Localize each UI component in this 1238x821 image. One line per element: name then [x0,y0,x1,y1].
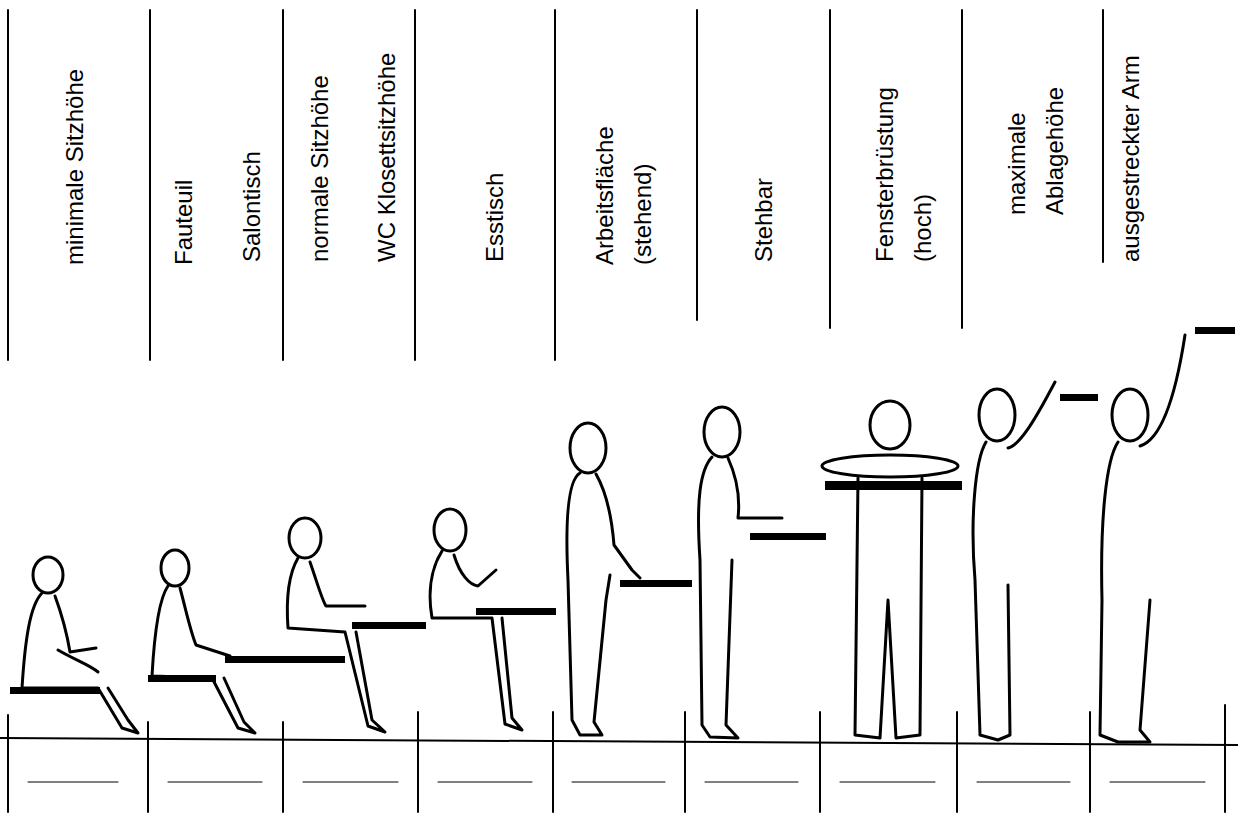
column-separators [8,10,1103,360]
human-figures [22,335,1185,742]
height-label: minimale Sitzhöhe [56,20,94,265]
height-label: Esstisch [476,17,514,262]
height-label: Stehbar [745,17,783,262]
height-label: WC Klosettsitzhöhe [368,17,406,262]
ground-scale [0,705,1238,812]
height-label: normale Sitzhöhe [301,17,339,262]
height-label: Arbeitsfläche (stehend) [586,75,662,265]
height-label: Fauteuil [165,20,203,265]
height-label: ausgestreckter Arm [1112,17,1150,262]
height-label: maximale Ablagehöhe [998,70,1074,215]
height-label: Salontisch [233,17,271,262]
height-bars [10,327,1235,694]
height-label: Fensterbrüstung (hoch) [866,62,942,262]
